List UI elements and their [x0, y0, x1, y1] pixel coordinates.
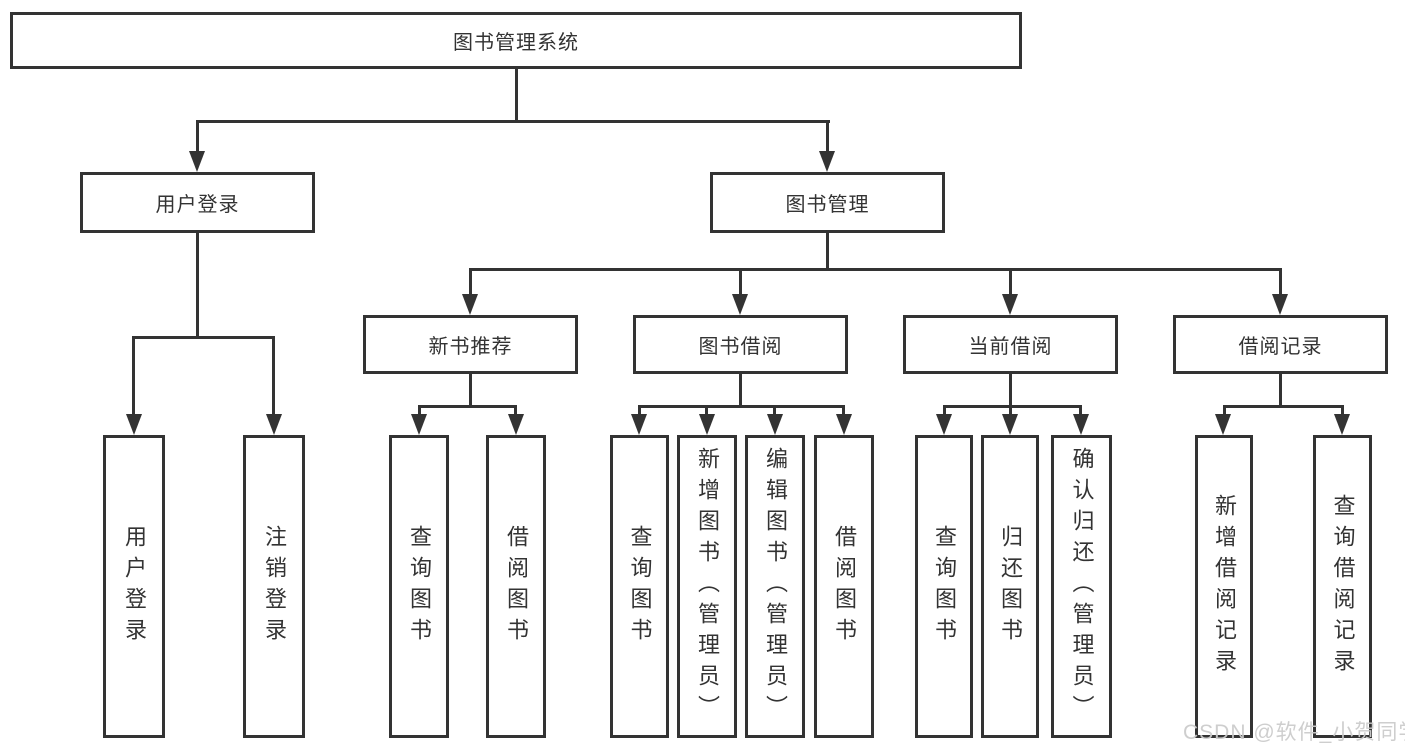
- leaf-return-books: 归还图书: [981, 435, 1039, 738]
- leaf-label: 新增借阅记录: [1212, 493, 1237, 680]
- connector-borrow-stem: [739, 374, 742, 407]
- node-book-borrowing: 图书借阅: [633, 315, 848, 374]
- connector-root-stem: [515, 68, 518, 121]
- connector-drop-book-management: [826, 120, 829, 154]
- connector-drop-user-login: [196, 120, 199, 154]
- connector-login-stem: [196, 233, 199, 336]
- leaf-label: 新增图书（管理员）: [695, 447, 720, 726]
- leaf-label: 编辑图书（管理员）: [763, 447, 788, 726]
- node-root-library-system: 图书管理系统: [10, 12, 1022, 69]
- connector-manage-stem: [826, 233, 829, 270]
- connector-drop: [132, 336, 135, 416]
- connector-drop: [1009, 268, 1012, 296]
- leaf-confirm-return-admin: 确认归还（管理员）: [1051, 435, 1112, 738]
- leaf-label: 查询图书: [407, 524, 432, 649]
- node-label: 当前借阅: [968, 336, 1053, 358]
- leaf-label: 借阅图书: [832, 524, 857, 649]
- connector-drop: [638, 405, 641, 416]
- arrowhead-down-icon: [1215, 414, 1231, 435]
- node-user-login: 用户登录: [80, 172, 315, 233]
- leaf-add-borrow-record: 新增借阅记录: [1195, 435, 1253, 738]
- csdn-watermark: CSDN @软件_小贺同学: [1183, 721, 1405, 744]
- connector-drop: [514, 405, 517, 416]
- connector-drop: [773, 405, 776, 416]
- node-book-management: 图书管理: [710, 172, 945, 233]
- connector-drop: [739, 268, 742, 296]
- leaf-label: 注销登录: [262, 524, 287, 649]
- arrowhead-down-icon: [1002, 294, 1018, 315]
- connector-drop: [469, 268, 472, 296]
- arrowhead-down-icon: [1073, 414, 1089, 435]
- arrowhead-down-icon: [836, 414, 852, 435]
- arrowhead-down-icon: [508, 414, 524, 435]
- node-label: 新书推荐: [428, 336, 513, 358]
- leaf-label: 查询图书: [627, 524, 653, 649]
- connector-drop: [1009, 405, 1012, 416]
- arrowhead-down-icon: [732, 294, 748, 315]
- arrowhead-down-icon: [1334, 414, 1350, 435]
- connector-current-stem: [1009, 374, 1012, 407]
- leaf-borrow-books-recommend: 借阅图书: [486, 435, 546, 738]
- arrowhead-down-icon: [266, 414, 282, 435]
- node-label: 用户登录: [155, 194, 240, 216]
- arrowhead-down-icon: [411, 414, 427, 435]
- leaf-user-login: 用户登录: [103, 435, 165, 738]
- leaf-label: 确认归还（管理员）: [1069, 447, 1095, 726]
- leaf-label: 查询借阅记录: [1330, 493, 1356, 680]
- leaf-query-borrow-record: 查询借阅记录: [1313, 435, 1372, 738]
- leaf-label: 归还图书: [998, 524, 1023, 649]
- connector-recommend-stem: [469, 374, 472, 407]
- arrowhead-down-icon: [767, 414, 783, 435]
- leaf-query-books-borrow: 查询图书: [610, 435, 669, 738]
- arrowhead-down-icon: [819, 151, 835, 172]
- connector-drop: [418, 405, 421, 416]
- leaf-label: 查询图书: [932, 524, 957, 649]
- leaf-label: 借阅图书: [504, 524, 529, 649]
- connector-drop: [1079, 405, 1082, 416]
- connector-drop: [705, 405, 708, 416]
- connector-current-distributor: [943, 405, 1082, 408]
- connector-drop: [842, 405, 845, 416]
- node-borrowing-records: 借阅记录: [1173, 315, 1388, 374]
- leaf-label: 用户登录: [122, 524, 147, 649]
- connector-drop: [943, 405, 946, 416]
- connector-records-stem: [1279, 374, 1282, 407]
- arrowhead-down-icon: [462, 294, 478, 315]
- connector-drop: [272, 336, 275, 416]
- connector-drop: [1279, 268, 1282, 296]
- connector-login-distributor: [132, 336, 274, 339]
- connector-drop: [1341, 405, 1344, 416]
- connector-manage-distributor: [469, 268, 1282, 271]
- leaf-query-books-current: 查询图书: [915, 435, 973, 738]
- connector-drop: [1223, 405, 1226, 416]
- connector-recommend-distributor: [418, 405, 517, 408]
- node-label: 图书管理: [785, 194, 870, 216]
- leaf-edit-book-admin: 编辑图书（管理员）: [745, 435, 805, 738]
- arrowhead-down-icon: [631, 414, 647, 435]
- connector-records-distributor: [1223, 405, 1343, 408]
- arrowhead-down-icon: [936, 414, 952, 435]
- node-current-borrowing: 当前借阅: [903, 315, 1118, 374]
- node-label: 借阅记录: [1238, 336, 1323, 358]
- leaf-borrow-books: 借阅图书: [814, 435, 874, 738]
- arrowhead-down-icon: [1272, 294, 1288, 315]
- node-new-book-recommend: 新书推荐: [363, 315, 578, 374]
- node-label: 图书管理系统: [453, 32, 579, 54]
- leaf-logout: 注销登录: [243, 435, 305, 738]
- arrowhead-down-icon: [699, 414, 715, 435]
- node-label: 图书借阅: [698, 336, 783, 358]
- connector-root-distributor: [196, 120, 830, 123]
- leaf-add-book-admin: 新增图书（管理员）: [677, 435, 737, 738]
- arrowhead-down-icon: [189, 151, 205, 172]
- connector-borrow-distributor: [638, 405, 845, 408]
- leaf-query-books-recommend: 查询图书: [389, 435, 449, 738]
- arrowhead-down-icon: [1002, 414, 1018, 435]
- arrowhead-down-icon: [126, 414, 142, 435]
